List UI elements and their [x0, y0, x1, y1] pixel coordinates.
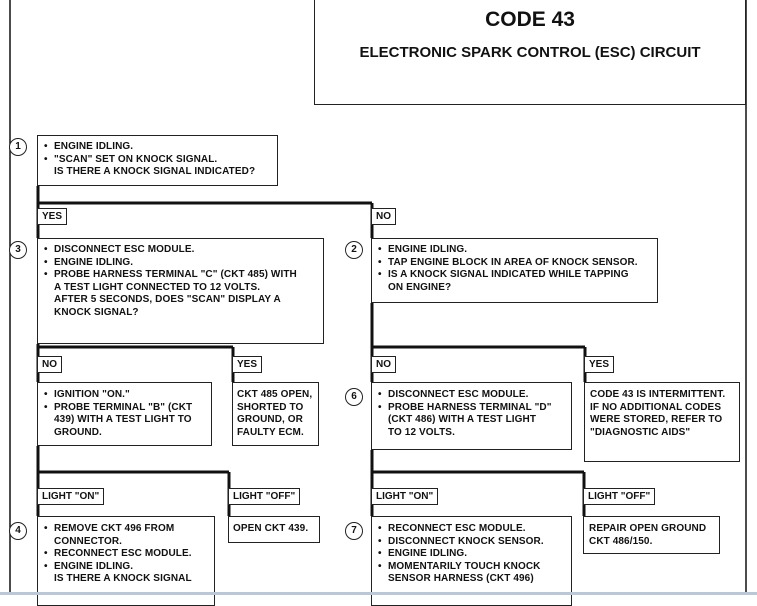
- step-text-line: ENGINE IDLING.: [54, 141, 134, 152]
- result-text-line: GROUND, OR: [237, 414, 303, 425]
- step-text-line: IS THERE A KNOCK SIGNAL INDICATED?: [54, 166, 256, 177]
- label-yes-1: YES: [37, 208, 68, 225]
- result-text-line: IF NO ADDITIONAL CODES: [590, 401, 722, 413]
- label-light-off-5: LIGHT "OFF": [228, 488, 301, 505]
- step-text-line: ENGINE IDLING.: [54, 256, 134, 268]
- result-text-line: FAULTY ECM.: [237, 426, 304, 438]
- step-1-box: [37, 135, 278, 186]
- result-text-line: OPEN CKT 439.: [233, 523, 309, 534]
- step-3-text: •DISCONNECT ESC MODULE. •ENGINE IDLING. …: [44, 244, 297, 318]
- step-text-line: MOMENTARILY TOUCH KNOCK: [388, 560, 541, 572]
- label-no-3: NO: [37, 356, 62, 373]
- step-text-line: ON ENGINE?: [388, 281, 452, 293]
- step-text-line: A TEST LIGHT CONNECTED TO 12 VOLTS.: [54, 281, 261, 293]
- step-1-text: •ENGINE IDLING. •"SCAN" SET ON KNOCK SIG…: [44, 141, 256, 177]
- step-2-box: [371, 238, 658, 303]
- result-text-line: SHORTED TO: [237, 401, 304, 413]
- step-text-line: IS A KNOCK SIGNAL INDICATED WHILE TAPPIN…: [388, 269, 629, 280]
- repair-ground-text: REPAIR OPEN GROUND CKT 486/150.: [589, 523, 706, 548]
- label-light-on-6: LIGHT "ON": [371, 488, 439, 505]
- step-text-line: DISCONNECT KNOCK SENSOR.: [388, 535, 544, 547]
- step-text-line: SENSOR HARNESS (CKT 496): [388, 573, 534, 584]
- result-text-line: CODE 43 IS INTERMITTENT.: [590, 389, 726, 400]
- step-text-line: DISCONNECT ESC MODULE.: [54, 244, 195, 255]
- step-text-line: PROBE HARNESS TERMINAL "C" (CKT 485) WIT…: [54, 269, 297, 280]
- label-no-2: NO: [371, 356, 396, 373]
- step-text-line: PROBE TERMINAL "B" (CKT: [54, 401, 193, 413]
- intermittent-result-box: [584, 382, 740, 462]
- step-number-6: 6: [345, 388, 363, 406]
- bottom-edge-bar: [0, 592, 757, 595]
- step-6-text: •DISCONNECT ESC MODULE. •PROBE HARNESS T…: [378, 389, 552, 438]
- step-text-line: REMOVE CKT 496 FROM: [54, 523, 175, 534]
- result-text-line: WERE STORED, REFER TO: [590, 414, 723, 425]
- step-number-2: 2: [345, 241, 363, 259]
- step-text-line: CONNECTOR.: [54, 535, 123, 547]
- label-no-1: NO: [371, 208, 396, 225]
- title-box: [314, 0, 746, 105]
- code-title: CODE 43: [485, 8, 575, 31]
- label-yes-2: YES: [584, 356, 615, 373]
- repair-ground-box: [583, 516, 720, 554]
- step-text-line: "SCAN" SET ON KNOCK SIGNAL.: [54, 153, 218, 165]
- step-number-4: 4: [9, 522, 27, 540]
- open-ckt439-box: [228, 516, 320, 543]
- step-text-line: AFTER 5 SECONDS, DOES "SCAN" DISPLAY A: [54, 294, 281, 305]
- step-text-line: KNOCK SIGNAL?: [54, 306, 139, 318]
- circuit-subtitle: ELECTRONIC SPARK CONTROL (ESC) CIRCUIT: [359, 44, 701, 61]
- step-text-line: IGNITION "ON.": [54, 389, 130, 400]
- result-text-line: "DIAGNOSTIC AIDS": [590, 426, 691, 438]
- step-text-line: IS THERE A KNOCK SIGNAL: [54, 573, 192, 584]
- step-text-line: 439) WITH A TEST LIGHT TO: [54, 414, 192, 425]
- label-light-on-5: LIGHT "ON": [37, 488, 105, 505]
- label-yes-3: YES: [232, 356, 263, 373]
- ignition-on-box: [37, 382, 212, 446]
- step-text-line: RECONNECT ESC MODULE.: [388, 523, 526, 534]
- result-text-line: CKT 486/150.: [589, 535, 653, 547]
- result-text-line: REPAIR OPEN GROUND: [589, 523, 707, 534]
- step-number-3: 3: [9, 241, 27, 259]
- step-text-line: TO 12 VOLTS.: [388, 426, 455, 438]
- step-6-box: [371, 382, 572, 450]
- ckt485-result-box: [232, 382, 319, 446]
- step-text-line: ENGINE IDLING.: [54, 560, 134, 572]
- open-ckt439-text: OPEN CKT 439.: [233, 523, 308, 536]
- step-3-box: [37, 238, 324, 344]
- ignition-on-text: •IGNITION "ON." •PROBE TERMINAL "B" (CKT…: [44, 389, 193, 438]
- step-4-text: •REMOVE CKT 496 FROM CONNECTOR. •RECONNE…: [44, 523, 192, 584]
- step-text-line: GROUND.: [54, 426, 102, 438]
- label-light-off-6: LIGHT "OFF": [583, 488, 656, 505]
- step-7-text: •RECONNECT ESC MODULE. •DISCONNECT KNOCK…: [378, 523, 544, 584]
- result-text-line: CKT 485 OPEN,: [237, 389, 313, 400]
- step-text-line: RECONNECT ESC MODULE.: [54, 548, 192, 559]
- step-text-line: PROBE HARNESS TERMINAL "D": [388, 401, 552, 413]
- step-number-1: 1: [9, 138, 27, 156]
- step-text-line: ENGINE IDLING.: [388, 548, 468, 559]
- step-text-line: ENGINE IDLING.: [388, 244, 468, 255]
- step-number-7: 7: [345, 522, 363, 540]
- step-2-text: •ENGINE IDLING. •TAP ENGINE BLOCK IN ARE…: [378, 244, 638, 293]
- intermittent-result-text: CODE 43 IS INTERMITTENT. IF NO ADDITIONA…: [590, 389, 725, 439]
- ckt485-result-text: CKT 485 OPEN, SHORTED TO GROUND, OR FAUL…: [237, 389, 312, 439]
- step-text-line: TAP ENGINE BLOCK IN AREA OF KNOCK SENSOR…: [388, 256, 638, 268]
- step-text-line: DISCONNECT ESC MODULE.: [388, 389, 529, 400]
- step-text-line: (CKT 486) WITH A TEST LIGHT: [388, 414, 537, 425]
